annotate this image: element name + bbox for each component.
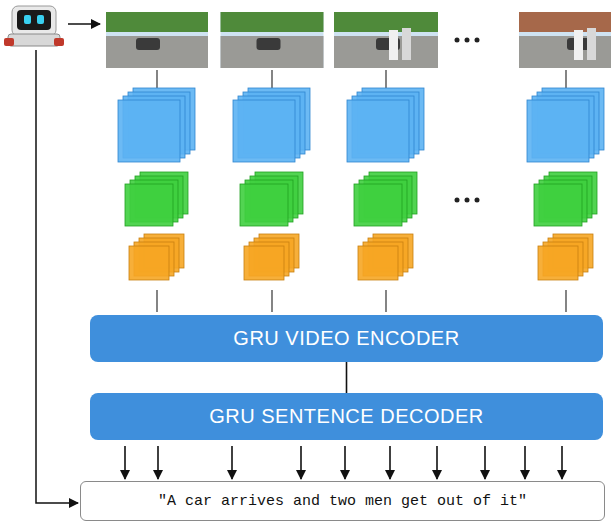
node-text: "A car arrives and two men get out of it… — [158, 493, 527, 510]
video-frame — [519, 12, 611, 88]
stack-link — [271, 290, 272, 312]
connector — [157, 446, 159, 479]
ellipsis-dots — [455, 38, 480, 203]
connector — [346, 362, 348, 393]
robot-link — [36, 50, 78, 503]
stack-link — [156, 290, 157, 312]
connector — [124, 446, 126, 479]
cnn-stack — [233, 88, 310, 312]
video-frame — [334, 12, 438, 88]
connector — [300, 446, 302, 479]
decoder-band: GRU SENTENCE DECODER — [90, 393, 603, 440]
stack-link — [565, 290, 566, 312]
sentence-box: "A car arrives and two men get out of it… — [80, 481, 605, 521]
video-frame — [106, 12, 208, 88]
cnn-stack — [527, 88, 604, 312]
robot-icon — [4, 6, 64, 46]
stack-link — [385, 290, 386, 312]
frame-link — [156, 70, 157, 88]
node-text: GRU VIDEO ENCODER — [233, 327, 459, 350]
cnn-stack — [347, 88, 424, 312]
connector — [389, 446, 391, 479]
cnn-stack — [118, 88, 195, 312]
video-frame — [221, 12, 324, 88]
encoder-band: GRU VIDEO ENCODER — [90, 315, 603, 362]
frame-link — [385, 70, 386, 88]
frame-link — [271, 70, 272, 88]
camera-arrow — [68, 23, 100, 25]
connector — [484, 446, 486, 479]
connector — [344, 446, 346, 479]
connector — [561, 446, 563, 479]
connector — [436, 446, 438, 479]
frame-link — [565, 70, 566, 88]
node-text: GRU SENTENCE DECODER — [209, 405, 483, 428]
connector — [231, 446, 233, 479]
connector — [524, 446, 526, 479]
